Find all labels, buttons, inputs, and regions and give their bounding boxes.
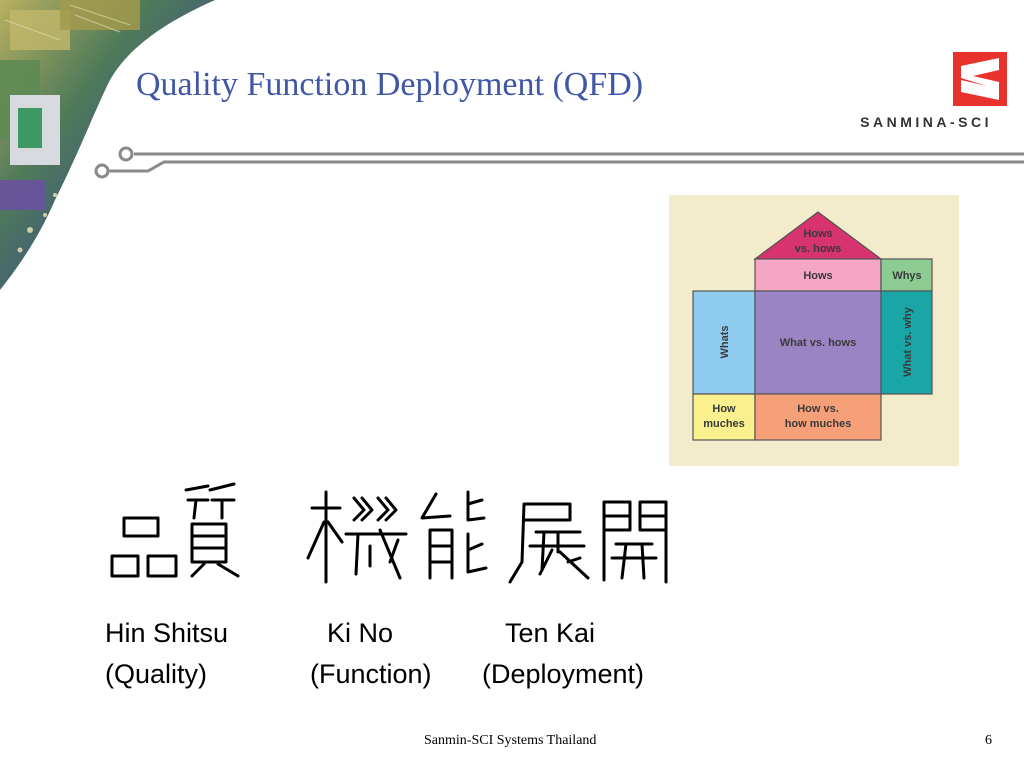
- whys-label: Whys: [892, 270, 921, 282]
- handwritten-kanji: [100, 478, 680, 588]
- roof-label-line2: vs. hows: [795, 243, 841, 255]
- footer-text: Sanmin-SCI Systems Thailand: [424, 733, 597, 748]
- term-meaning-1: (Quality): [105, 659, 208, 689]
- kanji-ten-kai: [508, 500, 668, 584]
- roof-label-line1: Hows: [803, 228, 832, 240]
- slide-title: Quality Function Deployment (QFD): [136, 66, 644, 103]
- sanmina-logo-icon: [953, 52, 1007, 106]
- whys-cell: [880, 258, 933, 292]
- bottom-center-cell: [754, 393, 882, 441]
- sanmina-logo: SANMINA-SCI: [848, 52, 1008, 132]
- term-romaji-1: Hin Shitsu: [105, 618, 229, 648]
- bottom-center-line1: How vs.: [797, 403, 839, 415]
- term-romaji-3: Ten Kai: [505, 618, 596, 648]
- page-number: 6: [985, 733, 992, 748]
- how-muches-cell: [692, 393, 756, 441]
- term-meaning-2: (Function): [310, 659, 432, 689]
- bottom-center-line2: how muches: [785, 418, 852, 430]
- logo-text: SANMINA-SCI: [860, 114, 992, 130]
- right-label: What vs. why: [902, 306, 914, 377]
- circuit-board-photo: [0, 0, 215, 290]
- how-muches-line2: muches: [703, 418, 745, 430]
- term-meaning-3: (Deployment): [482, 659, 645, 689]
- connector-rule-icon: [94, 146, 1024, 179]
- kanji-hin-shitsu: [110, 482, 240, 578]
- kanji-ki-no: [306, 490, 488, 584]
- hows-label: Hows: [803, 270, 832, 282]
- term-romaji-2: Ki No: [327, 618, 394, 648]
- house-of-quality-diagram: Hows vs. hows Hows Whys Whats What vs. h…: [669, 195, 959, 466]
- right-cell: [880, 290, 933, 395]
- how-muches-line1: How: [712, 403, 736, 415]
- hows-cell: [754, 258, 882, 292]
- center-label: What vs. hows: [780, 337, 856, 349]
- whats-label: Whats: [719, 326, 731, 359]
